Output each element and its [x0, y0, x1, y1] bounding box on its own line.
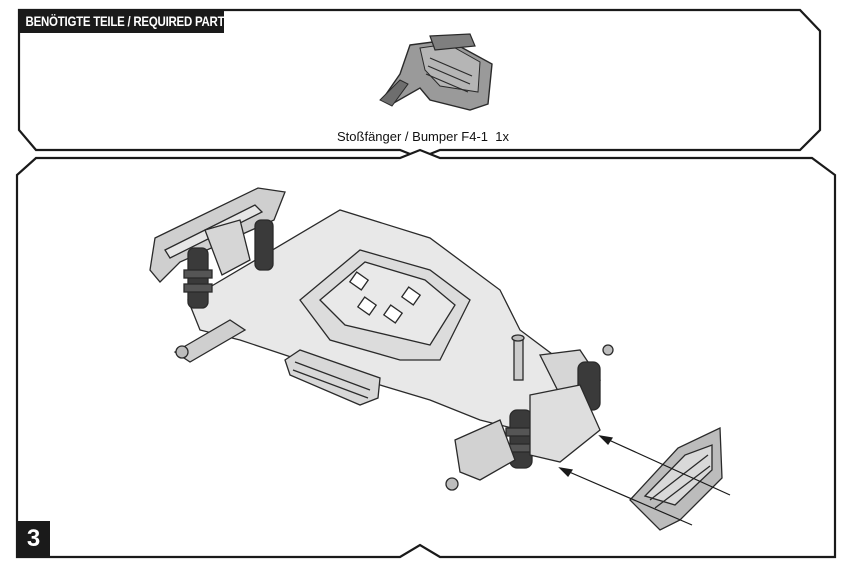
section-header: BENÖTIGTE TEILE / REQUIRED PARTS — [19, 10, 232, 33]
bumper-part-image — [379, 33, 493, 111]
assembly-arrows — [558, 435, 731, 526]
step-number-badge: 3 — [17, 521, 50, 557]
part-quantity: 1x — [495, 129, 509, 144]
part-caption: Stoßfänger / Bumper F4-1 1x — [0, 129, 846, 144]
part-name: Stoßfänger / Bumper F4-1 — [337, 129, 489, 144]
chassis-illustration — [149, 187, 723, 531]
